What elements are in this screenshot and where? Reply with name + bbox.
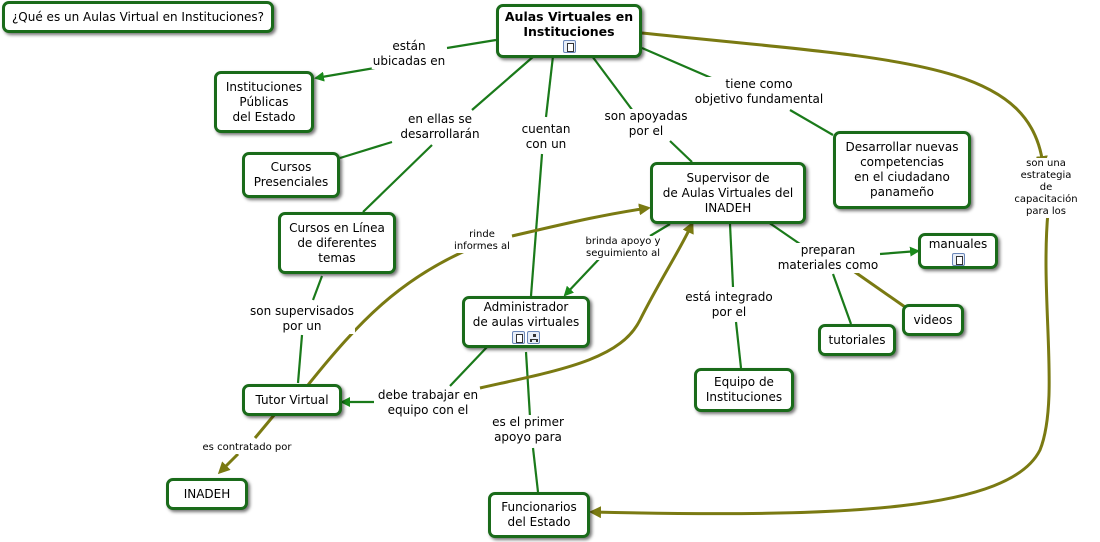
link-label-estan-ubicadas: están ubicadas en bbox=[371, 39, 447, 69]
document-icon[interactable] bbox=[562, 40, 576, 53]
inadeh-node[interactable]: INADEH bbox=[166, 478, 248, 510]
tutoriales-node[interactable]: tutoriales bbox=[818, 324, 896, 356]
supervisor-node[interactable]: Supervisor de de Aulas Virtuales del INA… bbox=[650, 162, 806, 224]
question-node[interactable]: ¿Qué es un Aulas Virtual en Institucione… bbox=[2, 1, 274, 33]
manuales-text: manuales bbox=[928, 236, 988, 251]
link-label-objetivo: tiene como objetivo fundamental bbox=[693, 77, 825, 107]
videos-node[interactable]: videos bbox=[902, 304, 964, 336]
root-concept-node[interactable]: Aulas Virtuales en Instituciones bbox=[496, 4, 642, 58]
administrador-icons bbox=[512, 331, 540, 344]
administrador-node[interactable]: Administrador de aulas virtuales bbox=[462, 296, 590, 348]
tutoriales-text: tutoriales bbox=[828, 332, 886, 347]
document-icon[interactable] bbox=[951, 252, 965, 266]
root-icons bbox=[562, 40, 576, 53]
desarrollar-text: Desarrollar nuevas competencias en el ci… bbox=[845, 140, 959, 199]
link-label-trabajar: debe trabajar en equipo con el bbox=[376, 388, 480, 418]
videos-text: videos bbox=[913, 312, 953, 327]
funcionarios-text: Funcionarios del Estado bbox=[501, 500, 577, 529]
link-label-integrado: está integrado por el bbox=[684, 290, 774, 320]
instituciones-node[interactable]: Instituciones Públicas del Estado bbox=[214, 71, 314, 133]
tutor-virtual-text: Tutor Virtual bbox=[255, 392, 329, 407]
link-label-en-ellas: en ellas se desarrollarán bbox=[399, 112, 481, 142]
link-label-cuentan: cuentan con un bbox=[520, 122, 572, 152]
equipo-text: Equipo de Instituciones bbox=[705, 375, 783, 404]
link-label-preparan: preparan materiales como bbox=[776, 243, 880, 273]
equipo-node[interactable]: Equipo de Instituciones bbox=[694, 368, 794, 412]
link-label-supervisados: son supervisados por un bbox=[248, 304, 356, 334]
link-label-brinda: brinda apoyo y seguimiento al bbox=[584, 236, 662, 260]
funcionarios-node[interactable]: Funcionarios del Estado bbox=[488, 492, 590, 538]
administrador-text: Administrador de aulas virtuales bbox=[472, 300, 580, 329]
desarrollar-node[interactable]: Desarrollar nuevas competencias en el ci… bbox=[833, 131, 971, 209]
cursos-linea-node[interactable]: Cursos en Línea de diferentes temas bbox=[278, 212, 396, 274]
supervisor-text: Supervisor de de Aulas Virtuales del INA… bbox=[662, 170, 794, 215]
manuales-node[interactable]: manuales bbox=[918, 233, 998, 269]
question-text: ¿Qué es un Aulas Virtual en Institucione… bbox=[11, 9, 265, 24]
link-label-primer-apoyo: es el primer apoyo para bbox=[491, 415, 565, 445]
inadeh-text: INADEH bbox=[183, 486, 231, 501]
document-icon[interactable] bbox=[512, 331, 525, 344]
cursos-presenciales-node[interactable]: Cursos Presenciales bbox=[242, 152, 340, 198]
concept-map-icon[interactable] bbox=[527, 331, 540, 344]
instituciones-text: Instituciones Públicas del Estado bbox=[225, 79, 303, 124]
cursos-linea-text: Cursos en Línea de diferentes temas bbox=[289, 220, 385, 265]
tutor-virtual-node[interactable]: Tutor Virtual bbox=[242, 384, 342, 416]
root-concept-text: Aulas Virtuales en Instituciones bbox=[504, 9, 634, 39]
manuales-icons bbox=[951, 252, 965, 266]
link-label-apoyadas: son apoyadas por el bbox=[603, 109, 689, 139]
link-label-contratado: es contratado por bbox=[201, 442, 293, 454]
link-label-estrategia: son una estrategia de capacitación para … bbox=[1013, 158, 1079, 218]
cursos-presenciales-text: Cursos Presenciales bbox=[253, 160, 329, 189]
link-label-rinde: rinde informes al bbox=[453, 229, 511, 253]
